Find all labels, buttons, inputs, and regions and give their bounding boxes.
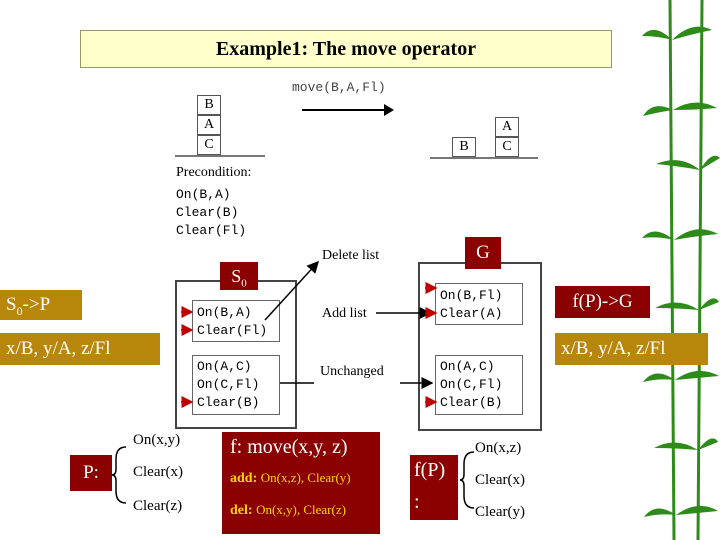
f-add-value: On(x,z), Clear(y) bbox=[260, 470, 351, 485]
f-del-line: del: On(x,y), Clear(z) bbox=[230, 502, 346, 519]
right-unchanged-box bbox=[435, 355, 523, 415]
fp-item-1: On(x,z) bbox=[475, 440, 522, 456]
title-banner: Example1: The move operator bbox=[80, 30, 612, 68]
band-subst-right: x/B, y/A, z/Fl bbox=[555, 333, 708, 365]
block-b-initial: B bbox=[197, 95, 221, 115]
precondition-line-3: Clear(Fl) bbox=[176, 223, 247, 238]
fp-item-3: Clear(y) bbox=[475, 504, 525, 520]
left-top-line-2: Clear(Fl) bbox=[197, 323, 268, 338]
precondition-line-1: On(B,A) bbox=[176, 187, 231, 202]
right-top-line-1: On(B,Fl) bbox=[440, 288, 503, 303]
f-box: f: move(x,y, z) add: On(x,z), Clear(y) d… bbox=[222, 432, 380, 534]
s0-label: S0 bbox=[220, 262, 258, 290]
fp-brace bbox=[460, 451, 475, 509]
move-call-label: move(B,A,Fl) bbox=[292, 80, 386, 95]
p-item-2: Clear(x) bbox=[133, 464, 183, 480]
block-c-goal: C bbox=[495, 137, 519, 157]
bamboo-decoration bbox=[642, 0, 720, 540]
right-bottom-line-3: Clear(B) bbox=[440, 395, 503, 410]
left-top-line-1: On(B,A) bbox=[197, 305, 252, 320]
right-add-box bbox=[435, 283, 523, 325]
fp-colon: : bbox=[414, 491, 420, 513]
fp-item-2: Clear(x) bbox=[475, 472, 525, 488]
block-b-goal: B bbox=[452, 137, 476, 157]
left-unchanged-box bbox=[192, 355, 280, 415]
f-del-value: On(x,y), Clear(z) bbox=[256, 502, 346, 517]
s0-label-sub: 0 bbox=[241, 277, 247, 290]
f-del-key: del: bbox=[230, 503, 253, 518]
f-label: f: move(x,y, z) bbox=[230, 436, 348, 458]
band-s0-p: S0->P bbox=[0, 290, 82, 320]
precondition-line-2: Clear(B) bbox=[176, 205, 239, 220]
block-a-goal: A bbox=[495, 117, 519, 137]
p-label: P: bbox=[70, 455, 112, 491]
band-s0-sub: 0 bbox=[16, 303, 23, 318]
band-fp-g: f(P)->G bbox=[555, 286, 650, 318]
precondition-heading: Precondition: bbox=[176, 165, 252, 180]
band-s0-main: S bbox=[6, 294, 17, 315]
p-brace bbox=[112, 446, 127, 504]
block-c-initial: C bbox=[197, 135, 221, 155]
delete-list-label: Delete list bbox=[322, 248, 380, 263]
right-bottom-line-2: On(C,Fl) bbox=[440, 377, 503, 392]
table-goal bbox=[430, 157, 538, 159]
table-initial bbox=[175, 155, 265, 157]
right-bottom-line-1: On(A,C) bbox=[440, 359, 495, 374]
add-list-label: Add list bbox=[322, 306, 367, 321]
fp-label: f(P) bbox=[414, 459, 446, 481]
page-title: Example1: The move operator bbox=[215, 37, 477, 60]
p-item-3: Clear(z) bbox=[133, 498, 183, 514]
left-bottom-line-2: On(C,Fl) bbox=[197, 377, 260, 392]
move-arrow bbox=[302, 104, 394, 116]
unchanged-label: Unchanged bbox=[320, 364, 384, 379]
left-delete-box bbox=[192, 300, 280, 342]
p-item-1: On(x,y) bbox=[133, 432, 181, 448]
f-add-key: add: bbox=[230, 471, 258, 486]
block-a-initial: A bbox=[197, 115, 221, 135]
s0-label-main: S bbox=[231, 266, 242, 286]
band-subst-left: x/B, y/A, z/Fl bbox=[0, 333, 160, 365]
g-label: G bbox=[465, 237, 501, 269]
f-add-line: add: On(x,z), Clear(y) bbox=[230, 470, 351, 487]
fp-box: f(P) : bbox=[410, 455, 458, 520]
left-bottom-line-1: On(A,C) bbox=[197, 359, 252, 374]
left-bottom-line-3: Clear(B) bbox=[197, 395, 260, 410]
right-top-line-2: Clear(A) bbox=[440, 306, 503, 321]
band-s0-rest: ->P bbox=[22, 294, 51, 315]
